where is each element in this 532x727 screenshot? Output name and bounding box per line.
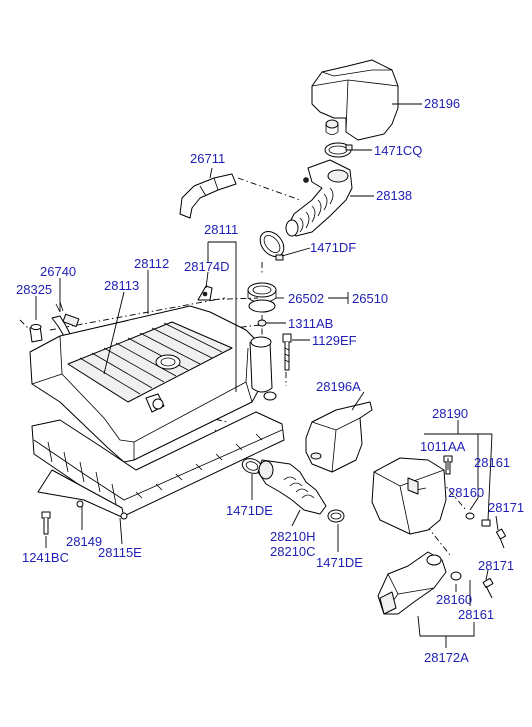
label-28149[interactable]: 28149	[66, 534, 102, 549]
label-1471de-left[interactable]: 1471DE	[226, 503, 273, 518]
label-28190[interactable]: 28190	[432, 406, 468, 421]
air-duct-28172a[interactable]	[377, 551, 447, 615]
resonator-28196[interactable]	[311, 59, 399, 141]
label-26740[interactable]: 26740	[40, 264, 76, 279]
air-cleaner-body-28112[interactable]	[29, 305, 277, 463]
bracket-28174d[interactable]	[197, 285, 213, 301]
label-28160-lower[interactable]: 28160	[436, 592, 472, 607]
intake-duct-28210h[interactable]	[257, 459, 327, 515]
label-28325[interactable]: 28325	[16, 282, 52, 297]
air-cleaner-lower-case-28115e[interactable]	[31, 411, 285, 517]
label-28172a[interactable]: 28172A	[424, 650, 469, 665]
bracket-28190[interactable]	[371, 457, 447, 535]
resonator-28196a[interactable]	[305, 401, 373, 473]
bushing-28160-upper[interactable]	[465, 512, 475, 520]
label-1241bc[interactable]: 1241BC	[22, 550, 69, 565]
label-28161-lower[interactable]: 28161	[458, 607, 494, 622]
label-1471cq[interactable]: 1471CQ	[374, 143, 422, 158]
label-28138[interactable]: 28138	[376, 188, 412, 203]
bushing-28160-lower[interactable]	[450, 571, 462, 581]
label-28171-lower[interactable]: 28171	[478, 558, 514, 573]
label-28196[interactable]: 28196	[424, 96, 460, 111]
air-cleaner-plate-28149[interactable]	[37, 469, 128, 520]
label-1471df[interactable]: 1471DF	[310, 240, 356, 255]
breather-hose-26711[interactable]	[179, 173, 237, 219]
leader-lines	[35, 103, 499, 648]
grommet-1311ab[interactable]	[257, 319, 267, 327]
label-28196a[interactable]: 28196A	[316, 379, 361, 394]
label-28115e[interactable]: 28115E	[98, 545, 142, 560]
label-26502[interactable]: 26502	[288, 291, 324, 306]
hose-clamp-1471de-left[interactable]	[240, 456, 264, 476]
label-28210c[interactable]: 28210C	[270, 544, 316, 559]
label-1471de-right[interactable]: 1471DE	[316, 555, 363, 570]
part-labels: 28196 1471CQ 26711 28138 28111 1471DF 28…	[16, 96, 524, 665]
breather-cap-26502[interactable]	[247, 282, 277, 313]
hose-clamp-1471df[interactable]	[255, 227, 288, 261]
label-28112[interactable]: 28112	[134, 256, 169, 271]
label-28174d[interactable]: 28174D	[184, 259, 230, 274]
label-28171-upper[interactable]: 28171	[488, 500, 524, 515]
sensor-26740[interactable]	[51, 301, 80, 337]
label-1129ef[interactable]: 1129EF	[312, 333, 357, 348]
label-1011aa[interactable]: 1011AA	[420, 439, 466, 454]
grommet-28325[interactable]	[29, 324, 43, 343]
label-28160-upper[interactable]: 28160	[448, 485, 484, 500]
intake-hose-28138[interactable]	[285, 159, 353, 237]
label-28210h[interactable]: 28210H	[270, 529, 316, 544]
bolt-1129ef[interactable]	[282, 333, 292, 371]
label-1311ab[interactable]: 1311AB	[288, 316, 333, 331]
label-28113[interactable]: 28113	[104, 278, 139, 293]
bolt-28171-lower[interactable]	[482, 577, 494, 599]
hose-clamp-1471cq[interactable]	[324, 142, 353, 158]
label-28111[interactable]: 28111	[204, 222, 238, 237]
screw-1241bc[interactable]	[41, 511, 51, 535]
label-28161-upper[interactable]: 28161	[474, 455, 510, 470]
label-26711[interactable]: 26711	[190, 151, 225, 166]
collar-28161-upper[interactable]	[481, 519, 491, 527]
hose-clamp-1471de-right[interactable]	[327, 509, 345, 523]
label-26510[interactable]: 26510	[352, 291, 388, 306]
bolt-28171-upper[interactable]	[495, 528, 507, 549]
